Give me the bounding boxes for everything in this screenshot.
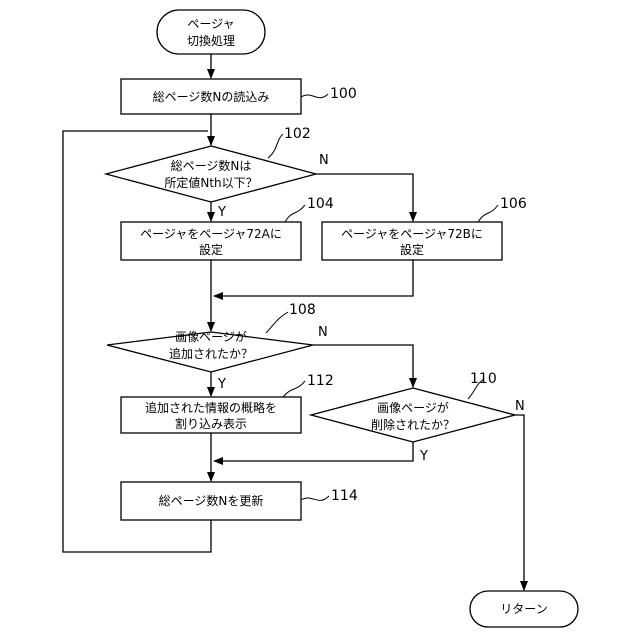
decision-102: 総ページ数Nは 所定値Nth以下？ [106, 146, 316, 202]
ref-110: 110 [470, 371, 497, 387]
label-102-no: N [319, 153, 329, 168]
decision-102-line-2: 所定値Nth以下？ [164, 175, 257, 190]
decision-102-line-1: 総ページ数Nは [171, 158, 252, 173]
ref-108-leader [266, 312, 288, 333]
arrow-110-no [515, 415, 524, 590]
process-106-line-1: ページャをページャ72Bに [341, 227, 483, 241]
ref-112-leader [283, 381, 305, 397]
ref-102-leader [268, 134, 283, 158]
process-114: 総ページ数Nを更新 [121, 482, 301, 520]
process-104-line-2: 設定 [199, 242, 223, 257]
ref-102: 102 [284, 126, 311, 142]
ref-104-leader [285, 205, 305, 222]
label-110-yes: Y [419, 449, 428, 464]
arrow-106-merge [214, 260, 413, 296]
decision-110: 画像ページが 削除されたか？ [311, 388, 515, 442]
label-108-yes: Y [217, 377, 226, 392]
process-104-line-1: ページャをページャ72Aに [140, 227, 282, 241]
ref-106-leader [478, 205, 498, 222]
ref-108: 108 [289, 302, 316, 318]
return-terminal-label: リターン [500, 602, 547, 616]
process-106: ページャをページャ72Bに 設定 [322, 222, 502, 260]
process-100: 総ページ数Nの読込み [121, 79, 301, 114]
return-terminal: リターン [470, 591, 578, 627]
process-100-label: 総ページ数Nの読込み [153, 89, 270, 104]
arrow-110-yes [214, 442, 413, 461]
decision-110-line-2: 削除されたか？ [371, 417, 455, 432]
decision-108-line-2: 追加されたか？ [169, 346, 253, 361]
decision-108-line-1: 画像ページが [175, 329, 247, 344]
label-108-no: N [318, 325, 328, 340]
ref-112: 112 [307, 373, 334, 389]
ref-114: 114 [331, 488, 358, 504]
start-terminal-line-2: 切換処理 [187, 34, 235, 48]
process-114-label: 総ページ数Nを更新 [159, 493, 264, 508]
decision-108: 画像ページが 追加されたか？ [107, 329, 313, 372]
ref-100-leader [301, 94, 328, 98]
start-terminal-line-1: ページャ [187, 17, 234, 31]
process-112: 追加された情報の概略を 割り込み表示 [121, 397, 301, 433]
ref-100: 100 [330, 86, 357, 102]
ref-114-leader [301, 496, 329, 500]
start-terminal: ページャ 切換処理 [157, 10, 265, 54]
process-106-line-2: 設定 [400, 242, 424, 257]
ref-106: 106 [500, 196, 527, 212]
process-104: ページャをページャ72Aに 設定 [121, 222, 301, 260]
label-102-yes: Y [217, 205, 226, 220]
decision-110-line-1: 画像ページが [377, 400, 449, 415]
ref-104: 104 [307, 196, 334, 212]
process-112-line-2: 割り込み表示 [175, 416, 247, 431]
label-110-no: N [515, 399, 525, 414]
process-112-line-1: 追加された情報の概略を [145, 400, 277, 415]
